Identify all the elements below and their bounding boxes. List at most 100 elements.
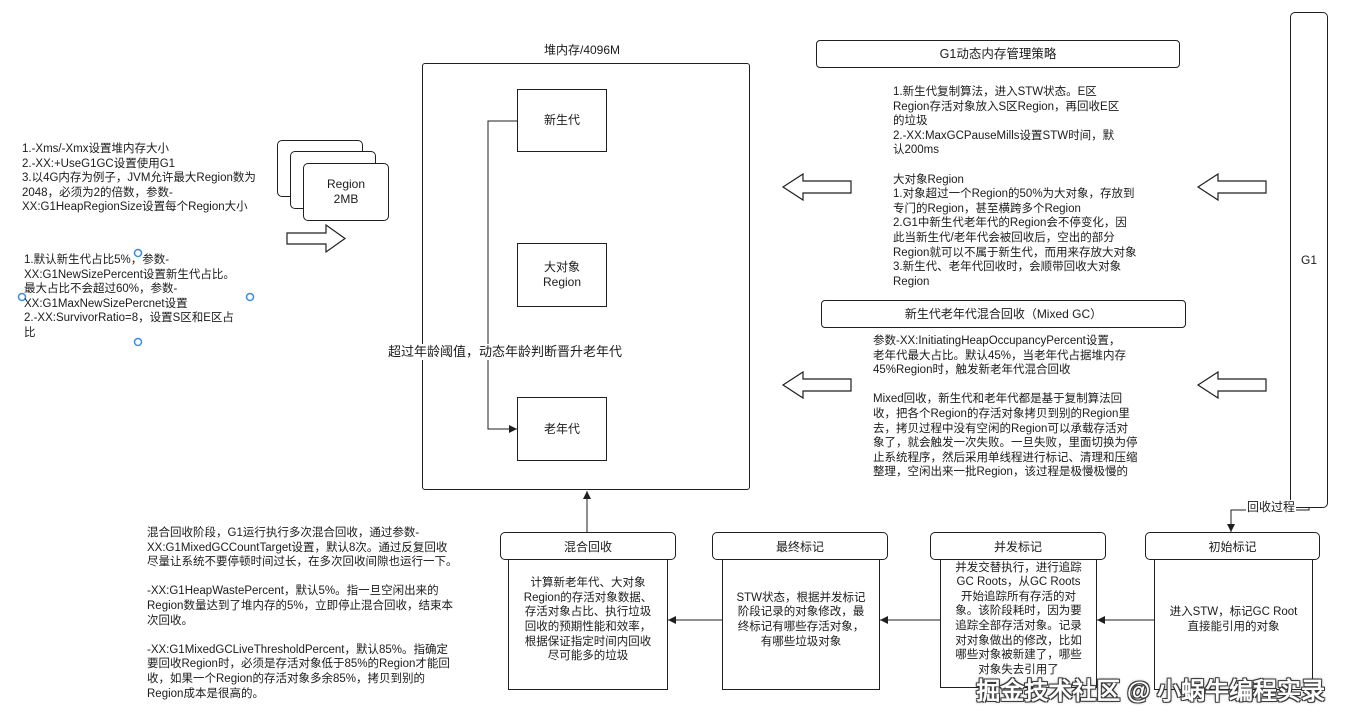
note-line: Mixed回收，新生代和老年代都是基于复制算法回 — [873, 393, 1123, 406]
phase-title-text: 并发标记 — [993, 539, 1042, 554]
note-line: Region — [893, 275, 930, 288]
note-line: 3.以4G内存为例子，JVM允许最大Region数为 — [22, 172, 256, 185]
strategy-note: 1.新生代复制算法，进入STW状态。E区 Region存活对象放入S区Regio… — [893, 85, 1136, 289]
note-line: 混合回收阶段，G1运行执行多次混合回收，通过参数- — [147, 527, 420, 539]
promotion-connector — [487, 120, 517, 433]
note-line: 2048，必须为2的倍数，参数- — [22, 186, 173, 199]
note-line: 收，如果一个Region的存活对象多余85%，拷贝到别的 — [147, 672, 425, 685]
note-line: 要回收Region时，必须是存活对象低于85%的Region才能回 — [147, 658, 450, 671]
phase-line: 尽可能多的垃圾 — [547, 650, 629, 663]
process-label: 回收过程 — [1246, 500, 1297, 515]
young-gc-paragraph: 1.新生代复制算法，进入STW状态。E区 Region存活对象放入S区Regio… — [893, 85, 1136, 158]
humongous-label: 大对象 — [543, 260, 580, 274]
heap-settings-note: 1.-Xms/-Xmx设置堆内存大小 2.-XX:+UseG1GC设置使用G1 … — [22, 142, 256, 215]
note-line: 1.对象超过一个Region的50%为大对象，存放到 — [893, 188, 1135, 201]
note-line: Region存活对象放入S区Region，再回收E区 — [893, 100, 1120, 113]
young-gen-box: 新生代 — [517, 89, 607, 152]
note-line: Region数量达到了堆内存的5%，立即停止混合回收，结束本 — [147, 599, 454, 612]
strategy-title: G1动态内存管理策略 — [939, 46, 1057, 61]
strategy-title-box: G1动态内存管理策略 — [816, 40, 1180, 68]
heap-title: 堆内存/4096M — [543, 43, 621, 57]
mixed-gc-process-paragraph: Mixed回收，新生代和老年代都是基于复制算法回 收，把各个Region的存活对… — [873, 392, 1138, 480]
phase-line: 计算新老年代、大对象 — [530, 577, 646, 590]
note-line: 老年代最大占比。默认45%，当老年代占据堆内存 — [873, 349, 1127, 362]
phase-body-initial-mark: 进入STW，标记GC Root 直接能引用的对象 — [1154, 556, 1313, 690]
phase-line: GC Roots，从GC Roots — [956, 576, 1081, 589]
selection-handle-bottom[interactable] — [133, 337, 143, 347]
phase-line: 进入STW，标记GC Root — [1169, 606, 1298, 619]
phase-title-initial-mark: 初始标记 — [1145, 532, 1320, 560]
phase-line: 对对象做出的修改，比如 — [955, 634, 1082, 647]
g1-mixed-left-arrow-icon — [1196, 370, 1267, 400]
selection-handle-left[interactable] — [17, 292, 27, 302]
note-line: 象了，就会触发一次失败。一旦失败，里面切换为停 — [873, 437, 1138, 450]
mixed-gc-note: 参数-XX:InitiatingHeapOccupancyPercent设置， … — [873, 334, 1138, 480]
g1-label: G1 — [1300, 252, 1317, 267]
phase-line: STW状态，根据并发标记 — [736, 591, 866, 604]
watermark: 掘金技术社区 @ 小蜗牛编程实录 — [976, 678, 1325, 705]
phase-title-concurrent-mark: 并发标记 — [930, 532, 1106, 560]
strategy-left-arrow-icon — [781, 172, 852, 202]
young-gen-label: 新生代 — [543, 113, 580, 127]
mixed-gc-trigger-paragraph: 参数-XX:InitiatingHeapOccupancyPercent设置， … — [873, 334, 1138, 378]
note-line: 专门的Region，甚至横跨多个Region — [893, 202, 1081, 215]
phase-line: 哪些对象被新建了，哪些 — [955, 649, 1082, 662]
phase-line: 并发交替执行，进行追踪 — [955, 561, 1082, 574]
note-line: 1.新生代复制算法，进入STW状态。E区 — [893, 86, 1097, 98]
selection-handle-right[interactable] — [245, 292, 255, 302]
old-gen-box: 老年代 — [517, 397, 607, 461]
note-line: 大对象Region — [893, 173, 964, 186]
phase-line: 象。该阶段耗时，因为要 — [955, 605, 1082, 618]
phase-title-text: 最终标记 — [775, 539, 824, 554]
old-gen-label: 老年代 — [543, 421, 580, 436]
note-line: Region就可以不属于新生代，而用来存放大对象 — [893, 246, 1137, 259]
mixed-gc-title-box: 新生代老年代混合回收（Mixed GC） — [821, 300, 1186, 328]
selection-handle-top[interactable] — [133, 248, 143, 258]
note-line: 2.-XX:+UseG1GC设置使用G1 — [22, 157, 176, 170]
note-line: Region成本是很高的。 — [147, 687, 264, 700]
note-line: XX:G1MaxNewSizePercnet设置 — [24, 297, 188, 310]
phase-line: 对象失去引用了 — [978, 663, 1059, 676]
g1-strategy-left-arrow-icon — [1196, 172, 1267, 202]
phase-line: 阶段记录的对象修改，最 — [737, 606, 865, 619]
phase-title-text: 混合回收 — [563, 539, 612, 554]
phase-title-mixed-collection: 混合回收 — [500, 532, 676, 560]
note-line: 整理，空闲出来一批Region，该过程是极慢极慢的 — [873, 466, 1128, 479]
note-line: XX:G1MixedGCCountTarget设置，默认8次。通过反复回收 — [147, 541, 448, 554]
note-line: 认200ms — [893, 144, 940, 157]
note-line: 去，拷贝过程中没有空闲的Region可以承载存活对 — [873, 422, 1128, 435]
phase-line: 开始追踪所有存活的对 — [961, 590, 1076, 603]
phase-line: 有哪些垃圾对象 — [760, 635, 842, 648]
phase-line: 终标记有哪些存活对象， — [737, 621, 865, 633]
note-line: 最大占比不会超过60%，参数- — [24, 283, 178, 296]
region-card-front: Region 2MB — [303, 163, 389, 221]
note-line: 3.新生代、老年代回收时，会顺带回收大对象 — [893, 261, 1122, 274]
mixed-params-note: 混合回收阶段，G1运行执行多次混合回收，通过参数- XX:G1MixedGCCo… — [147, 526, 458, 701]
note-line: 2.-XX:MaxGCPauseMills设置STW时间，默 — [893, 129, 1115, 142]
mixed-gc-title: 新生代老年代混合回收（Mixed GC） — [904, 306, 1103, 321]
live-threshold-paragraph: -XX:G1MixedGCLiveThresholdPercent，默认85%。… — [147, 643, 458, 701]
phase-line: 回收的预期性能和效率， — [524, 621, 652, 633]
humongous-paragraph: 大对象Region 1.对象超过一个Region的50%为大对象，存放到 专门的… — [893, 173, 1136, 290]
phase-body-remark: STW状态，根据并发标记 阶段记录的对象修改，最 终标记有哪些存活对象， 有哪些… — [722, 556, 880, 690]
note-line: 的垃圾 — [893, 115, 928, 128]
phase-line: 追踪全部存活对象。记录 — [955, 620, 1082, 632]
note-line: 收，把各个Region的存活对象拷贝到别的Region里 — [873, 407, 1130, 420]
humongous-label: Region — [542, 275, 582, 289]
note-line: 1.默认新生代占比5%，参数- — [24, 254, 170, 266]
region-card-size: 2MB — [333, 192, 359, 206]
note-line: XX:G1NewSizePercent设置新生代占比。 — [24, 268, 235, 281]
phase-line: 根据保证指定时间内回收 — [524, 635, 652, 648]
g1-box: G1 — [1290, 12, 1328, 508]
note-line: XX:G1HeapRegionSize设置每个Region大小 — [22, 201, 248, 214]
humongous-region-box: 大对象 Region — [517, 243, 607, 307]
note-line: 1.-Xms/-Xmx设置堆内存大小 — [22, 143, 169, 155]
phase-title-text: 初始标记 — [1208, 539, 1257, 554]
note-line: 此当新生代/老年代会被回收后，空出的部分 — [893, 231, 1115, 244]
phase-line: 直接能引用的对象 — [1187, 621, 1280, 633]
note-line: -XX:G1MixedGCLiveThresholdPercent，默认85%。… — [147, 643, 449, 656]
promotion-label: 超过年龄阈值，动态年龄判断晋升老年代 — [387, 344, 624, 360]
young-gen-settings-note[interactable]: 1.默认新生代占比5%，参数- XX:G1NewSizePercent设置新生代… — [24, 253, 235, 341]
note-line: 2.-XX:SurvivorRatio=8，设置S区和E区占 — [24, 312, 234, 325]
